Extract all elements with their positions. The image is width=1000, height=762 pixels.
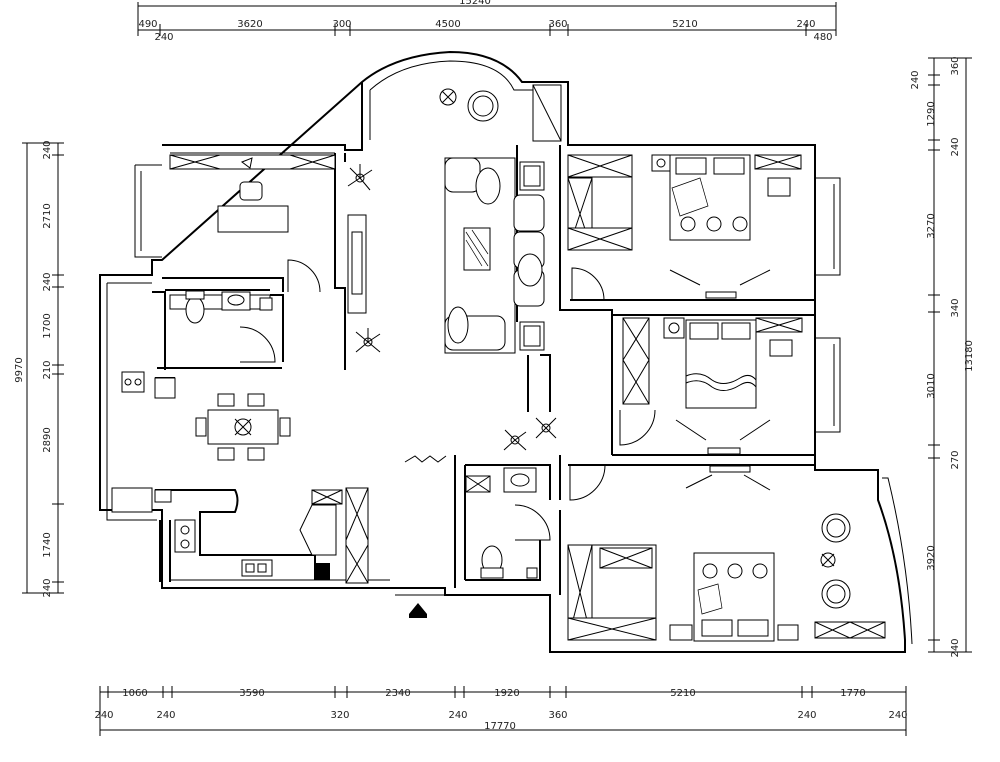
bed-1 [669, 154, 751, 241]
study-furniture [169, 154, 336, 233]
dim-top-3: 300 [332, 19, 351, 30]
toilet-left [185, 296, 205, 324]
dim-bottom-1: 1060 [122, 688, 147, 699]
door-swing-bath-left [239, 326, 276, 363]
dim-top-1: 490 [138, 19, 157, 30]
dim-left-total: 9970 [14, 357, 25, 382]
bathroom-center-fixtures [465, 467, 538, 579]
door-swing-bed1 [571, 267, 605, 301]
dim-bottom-7: 240 [94, 710, 113, 721]
dim-top-2: 3620 [237, 19, 262, 30]
dim-bottom-11: 360 [548, 710, 567, 721]
dim-left-6: 2890 [42, 427, 53, 452]
study-bookcase [169, 154, 336, 170]
wardrobe-2 [622, 317, 650, 405]
door-swing-bed3 [569, 464, 606, 501]
dim-right-3: 1290 [926, 101, 937, 126]
dim-right-8: 270 [950, 450, 961, 469]
dim-bottom-5: 5210 [670, 688, 695, 699]
top-total-dimension: 15240 [459, 0, 491, 7]
living-room-furniture [347, 157, 557, 463]
dim-top-6: 5210 [672, 19, 697, 30]
kitchen-fixtures [174, 487, 369, 584]
bed-2 [685, 319, 757, 409]
dim-right-total: 13180 [964, 340, 975, 372]
doors [239, 259, 656, 596]
study-desk [217, 205, 289, 233]
dim-bottom-8: 240 [156, 710, 175, 721]
dim-left-4: 1700 [42, 313, 53, 338]
dim-right-9: 3920 [926, 545, 937, 570]
left-dimension-chain: 240 2710 240 1700 210 2890 1740 240 9970 [14, 140, 64, 598]
bottom-dimension-chain: 1060 3590 2340 1920 5210 1770 240 240 32… [94, 686, 908, 736]
dim-right-10: 240 [950, 638, 961, 657]
dim-bottom-3: 2340 [385, 688, 410, 699]
dim-bottom-total: 17770 [484, 721, 516, 732]
dim-left-5: 210 [42, 360, 53, 379]
plant-icon [355, 328, 381, 353]
bed-3 [693, 552, 775, 642]
dim-right-5: 3270 [926, 213, 937, 238]
right-dimension-chain: 360 240 1290 240 3270 340 3010 270 3920 … [910, 56, 975, 657]
dim-bottom-6: 1770 [840, 688, 865, 699]
dim-bottom-9: 320 [330, 710, 349, 721]
dim-right-7: 3010 [926, 373, 937, 398]
kitchen-sink [174, 519, 196, 553]
dim-right-1: 360 [950, 56, 961, 75]
bedroom-1-furniture [567, 154, 802, 299]
dim-left-2: 2710 [42, 203, 53, 228]
door-swing-study [287, 259, 321, 293]
entrance-arrow [409, 603, 427, 618]
plant-icon [503, 429, 527, 451]
dim-right-6: 340 [950, 298, 961, 317]
sink-center [503, 467, 537, 493]
dim-top-8: 240 [154, 32, 173, 43]
balcony-top-furniture [439, 84, 562, 142]
sink-left [221, 291, 251, 311]
dim-left-8: 240 [42, 578, 53, 597]
dim-bottom-4: 1920 [494, 688, 519, 699]
dim-right-4: 240 [950, 137, 961, 156]
dining-furniture [111, 371, 291, 513]
plant-icon [535, 417, 557, 439]
dim-bottom-12: 240 [797, 710, 816, 721]
kitchen-tall-cabinet [345, 487, 369, 584]
plant-icon [347, 164, 373, 191]
top-dimension-chain: 15240 490 3620 300 4500 360 5210 240 240… [137, 0, 837, 43]
dim-bottom-10: 240 [448, 710, 467, 721]
dim-bottom-13: 240 [888, 710, 907, 721]
dim-right-2: 240 [910, 70, 921, 89]
door-swing-bath-center [514, 504, 551, 541]
dim-left-3: 240 [42, 272, 53, 291]
bedroom-3-furniture [567, 465, 886, 642]
dim-top-7: 240 [796, 19, 815, 30]
dim-left-7: 1740 [42, 532, 53, 557]
bedroom-2-furniture [622, 317, 803, 455]
door-swing-bed2 [619, 409, 656, 446]
dim-top-5: 360 [548, 19, 567, 30]
study-chair [239, 181, 263, 201]
bathroom-left-fixtures [169, 290, 273, 324]
dim-top-9: 480 [813, 32, 832, 43]
dim-top-4: 4500 [435, 19, 460, 30]
dim-left-1: 240 [42, 140, 53, 159]
dim-bottom-2: 3590 [239, 688, 264, 699]
